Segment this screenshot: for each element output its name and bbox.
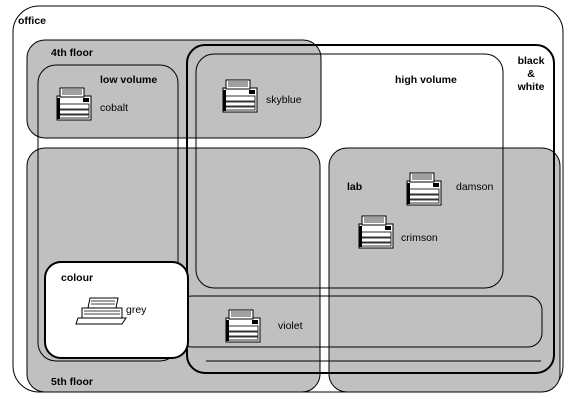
black-and-white-region	[186, 44, 555, 374]
black-white-label-2: &	[527, 68, 535, 80]
5th-floor-label: 5th floor	[51, 376, 93, 388]
printer-label-damson: damson	[456, 181, 494, 193]
low-volume-label: low volume	[100, 74, 158, 86]
colour-label: colour	[61, 272, 94, 284]
low-volume-region	[37, 64, 179, 362]
4th-floor-label: 4th floor	[51, 47, 93, 59]
printer-label-violet: violet	[278, 320, 303, 332]
printer-label-cobalt: cobalt	[100, 102, 129, 114]
office-label: office	[18, 15, 47, 27]
printer-label-grey: grey	[126, 304, 147, 316]
lab-region	[328, 147, 561, 393]
black-white-label-3: white	[517, 81, 545, 93]
printer-label-crimson: crimson	[401, 232, 438, 244]
high-volume-label: high volume	[395, 74, 457, 86]
lab-label: lab	[347, 181, 363, 193]
high-volume-region	[195, 53, 504, 289]
black-white-label-1: black	[517, 55, 545, 67]
printer-label-skyblue: skyblue	[266, 94, 302, 106]
